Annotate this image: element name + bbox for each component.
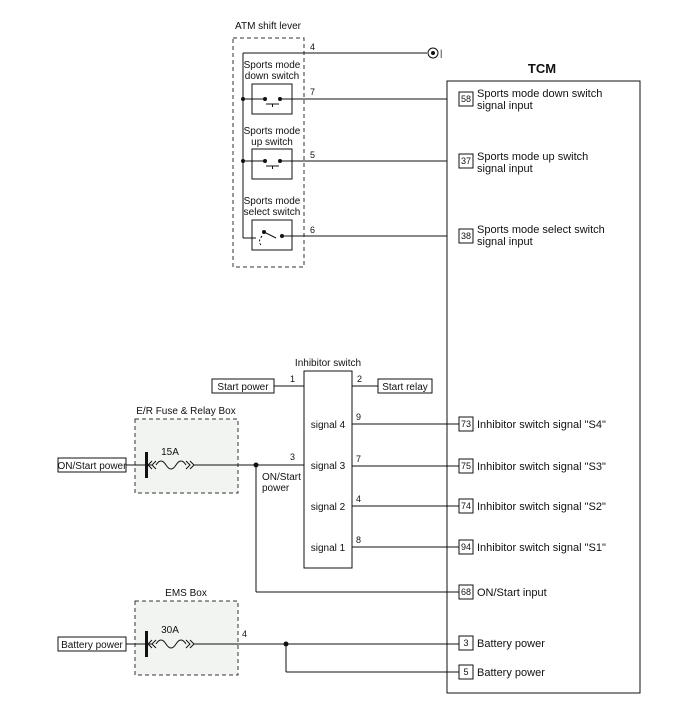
svg-text:58: 58 xyxy=(461,94,471,104)
tcm-pin-68: 68 ON/Start input xyxy=(458,584,547,600)
atm-title: ATM shift lever xyxy=(235,21,302,32)
svg-text:Sports mode up switch: Sports mode up switch xyxy=(477,151,588,163)
fuse-icon xyxy=(147,639,195,649)
inhibitor-box xyxy=(303,370,353,569)
tcm-pin-73: 73 Inhibitor switch signal "S4" xyxy=(458,416,606,432)
inhibitor-title: Inhibitor switch xyxy=(295,358,361,369)
svg-text:73: 73 xyxy=(461,419,471,429)
on-start-power-label-1: ON/Start xyxy=(262,472,301,483)
inhibitor-pin-7: 7 xyxy=(356,454,361,464)
svg-text:Battery power: Battery power xyxy=(477,667,545,679)
on-start-source-label: ON/Start power xyxy=(58,461,128,472)
inhibitor-signal-1: signal 1 xyxy=(311,543,346,554)
svg-text:Inhibitor switch signal "S1": Inhibitor switch signal "S1" xyxy=(477,542,606,554)
sw-select-label-1: Sports mode xyxy=(244,196,301,207)
battery-source-label: Battery power xyxy=(61,640,123,651)
start-power-label: Start power xyxy=(217,382,269,393)
atm-shift-lever: ATM shift lever Sports mode down switch … xyxy=(232,21,459,268)
svg-text:Sports mode select switch: Sports mode select switch xyxy=(477,224,605,236)
inhibitor-pin-4: 4 xyxy=(356,494,361,504)
atm-pin-down: 7 xyxy=(310,87,315,97)
svg-text:5: 5 xyxy=(463,667,468,677)
inhibitor-signal-2: signal 2 xyxy=(311,502,346,513)
svg-text:signal input: signal input xyxy=(477,163,533,175)
start-relay-label: Start relay xyxy=(382,382,428,393)
svg-text:signal input: signal input xyxy=(477,100,533,112)
inhibitor-pin-8: 8 xyxy=(356,535,361,545)
tcm-pin-37: 37 Sports mode up switch signal input xyxy=(458,151,588,175)
ems-pin-4: 4 xyxy=(242,629,247,639)
tcm-pin-3: 3 Battery power xyxy=(458,635,545,651)
er-box-title: E/R Fuse & Relay Box xyxy=(136,406,235,417)
tcm-pin-58: 58 Sports mode down switch signal input xyxy=(458,88,602,112)
tcm-module: TCM 58 Sports mode down switch signal in… xyxy=(446,61,641,694)
svg-text:Sports mode down switch: Sports mode down switch xyxy=(477,88,602,100)
svg-text:68: 68 xyxy=(461,587,471,597)
tcm-pin-38: 38 Sports mode select switch signal inpu… xyxy=(458,224,605,248)
tcm-pin-74: 74 Inhibitor switch signal "S2" xyxy=(458,498,606,514)
ems-connector-icon xyxy=(145,631,148,657)
svg-text:74: 74 xyxy=(461,501,471,511)
svg-text:3: 3 xyxy=(463,638,468,648)
sw-select-box xyxy=(251,219,293,251)
svg-text:signal input: signal input xyxy=(477,236,533,248)
inhibitor-signal-4: signal 4 xyxy=(311,420,346,431)
svg-text:Battery power: Battery power xyxy=(477,638,545,650)
svg-text:38: 38 xyxy=(461,231,471,241)
atm-pin-ground: 4 xyxy=(310,42,315,52)
inhibitor-pin-1: 1 xyxy=(290,374,295,384)
ground-icon: | xyxy=(427,47,442,59)
inhibitor-pin-3: 3 xyxy=(290,452,295,462)
sw-up-label-2: up switch xyxy=(251,137,293,148)
er-box-boundary xyxy=(134,418,239,494)
sw-select-label-2: select switch xyxy=(244,207,301,218)
inhibitor-pin-9: 9 xyxy=(356,412,361,422)
inhibitor-switch: Inhibitor switch signal 4 signal 3 signa… xyxy=(211,358,459,569)
er-fuse-relay-box: E/R Fuse & Relay Box ON/Start power 15A xyxy=(57,406,459,593)
tcm-pin-5: 5 Battery power xyxy=(458,664,545,680)
inhibitor-signal-3: signal 3 xyxy=(311,461,346,472)
atm-pin-up: 5 xyxy=(310,150,315,160)
sw-down-label-2: down switch xyxy=(245,71,299,82)
tcm-pin-75: 75 Inhibitor switch signal "S3" xyxy=(458,458,606,474)
inhibitor-pin-2: 2 xyxy=(357,374,362,384)
ground-mark: | xyxy=(440,48,442,58)
svg-text:75: 75 xyxy=(461,461,471,471)
tcm-box xyxy=(446,80,641,694)
svg-text:Inhibitor switch signal "S4": Inhibitor switch signal "S4" xyxy=(477,419,606,431)
svg-text:Inhibitor switch signal "S3": Inhibitor switch signal "S3" xyxy=(477,461,606,473)
sw-up-label-1: Sports mode xyxy=(244,126,301,137)
sw-up-box xyxy=(251,148,293,180)
svg-text:37: 37 xyxy=(461,156,471,166)
ems-box: EMS Box Battery power 30A 4 xyxy=(57,588,459,676)
ems-box-title: EMS Box xyxy=(165,588,207,599)
sw-down-label-1: Sports mode xyxy=(244,60,301,71)
tcm-title: TCM xyxy=(528,61,556,76)
sw-select-contact-icon xyxy=(259,230,284,247)
svg-text:ON/Start input: ON/Start input xyxy=(477,587,547,599)
ems-fuse-rating: 30A xyxy=(161,625,179,636)
svg-text:Inhibitor switch signal "S2": Inhibitor switch signal "S2" xyxy=(477,501,606,513)
atm-boundary xyxy=(232,37,305,268)
er-connector-icon xyxy=(145,452,148,478)
ems-box-boundary xyxy=(134,600,239,676)
tcm-pin-94: 94 Inhibitor switch signal "S1" xyxy=(458,539,606,555)
on-start-power-label-2: power xyxy=(262,483,290,494)
atm-pin-select: 6 xyxy=(310,225,315,235)
er-fuse-rating: 15A xyxy=(161,447,179,458)
svg-text:94: 94 xyxy=(461,542,471,552)
